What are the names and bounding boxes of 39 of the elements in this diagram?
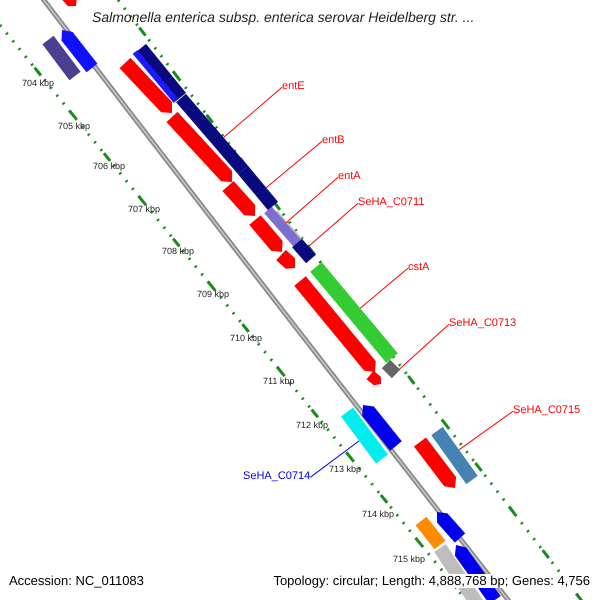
tick-label: 709 kbp [197, 290, 230, 300]
gene-bar [431, 426, 478, 484]
tick-label: 711 kbp [263, 377, 294, 387]
leader-line [399, 324, 450, 370]
leader-line [286, 176, 338, 224]
tick-label: 705 kbp [58, 122, 90, 132]
tick-label: 707 kbp [128, 205, 160, 215]
tick-label: 708 kbp [162, 247, 194, 257]
gene-label: cstA [408, 261, 430, 274]
gene-bar [382, 360, 400, 378]
tick-label: 714 kbp [362, 510, 394, 520]
gene-label: SeHA_C0715 [513, 404, 580, 416]
tick-label: 715 kbp [393, 555, 426, 565]
leader-line [458, 410, 514, 450]
leader-line [310, 440, 360, 478]
gene-bar [264, 206, 301, 246]
gene-bar [341, 408, 388, 464]
tick-label: 706 kbp [93, 162, 126, 172]
gene-bar [310, 262, 398, 363]
gene-label: entE [282, 80, 305, 92]
gene-bar [238, 166, 278, 210]
tick-label: 710 kbp [230, 334, 262, 344]
leader-line [266, 140, 322, 188]
accession-text: Accession: NC_011083 [9, 574, 144, 588]
genome-title: Salmonella enterica subsp. enterica serovar Heidelberg str. ... [92, 10, 474, 26]
genome-stats-text: Topology: circular; Length: 4,888,768 bp; Genes: 4,756 [273, 574, 590, 588]
gene-label: entA [338, 170, 361, 182]
tick-label: 713 kbp [329, 465, 362, 475]
gene-label: entB [322, 134, 345, 146]
leader-line [308, 202, 358, 247]
gene-label: SeHA_C0713 [449, 317, 516, 330]
tick-label: 704 kbp [22, 79, 54, 89]
gene-bar [292, 238, 316, 264]
gene-label: SeHA_C0711 [358, 196, 424, 208]
leader-line [223, 86, 282, 138]
gene-label: SeHA_C0714 [243, 470, 310, 482]
leader-line [360, 268, 408, 309]
tick-label: 712 kbp [296, 421, 328, 431]
gene-bar [176, 94, 248, 174]
